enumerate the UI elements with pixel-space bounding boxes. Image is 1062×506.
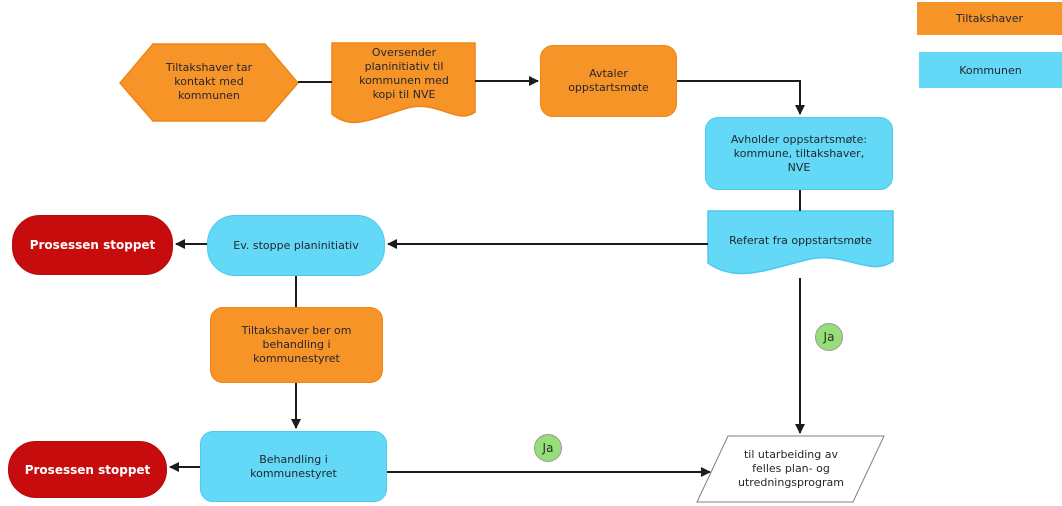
legend-tiltakshaver-label: Tiltakshaver [955,12,1024,25]
oversender-document-shape [331,42,476,124]
prosessen-stoppet-top-box: Prosessen stoppet [12,215,173,275]
connector-avtaler-to-avholder [677,80,805,115]
legend-kommunen-label: Kommunen [959,63,1022,77]
utarbeiding-label: til utarbeiding av felles plan- og utred… [738,448,844,489]
ja-badge-referat: Ja [815,323,843,351]
avtaler-box: Avtaler oppstartsmøte [540,45,677,117]
behandling-box: Behandling i kommunestyret [200,431,387,502]
tiltakshaver-ber-box: Tiltakshaver ber om behandling i kommune… [210,307,383,383]
legend-tiltakshaver: Tiltakshaver [917,2,1062,35]
referat-document-label: Referat fra oppstartsmøte [729,234,872,247]
legend-kommunen: Kommunen [919,52,1062,88]
ev-stoppe-box: Ev. stoppe planinitiativ [207,215,385,276]
start-hexagon-label: Tiltakshaver tar kontakt med kommunen [165,61,253,102]
ja-badge-behandling: Ja [534,434,562,462]
avholder-box: Avholder oppstartsmøte: kommune, tiltaks… [705,117,893,190]
referat-document-shape [707,210,894,275]
oversender-document-label: Oversender planinitiativ til kommunen me… [359,46,449,101]
prosessen-stoppet-bottom-box: Prosessen stoppet [8,441,167,498]
utarbeiding-parallelogram-shape [696,435,885,503]
